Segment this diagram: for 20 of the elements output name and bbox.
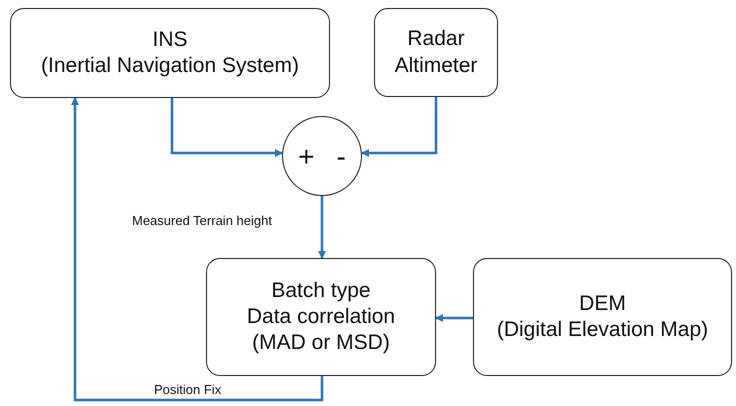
node-title: INS [152, 26, 188, 53]
sign-symbol: - [336, 140, 346, 174]
node-title: DEM [579, 290, 626, 317]
sign-symbol: + [298, 140, 315, 174]
edge-label: Position Fix [152, 382, 224, 397]
arrow [71, 97, 324, 402]
node-text: (Digital Elevation Map) [496, 317, 708, 343]
process-box [473, 258, 732, 376]
arrow [170, 98, 283, 157]
process-box [206, 258, 436, 376]
process-box [374, 8, 498, 97]
edge-label: Measured Terrain height [130, 213, 274, 228]
node-title: Batch type [271, 278, 371, 304]
node-text: Data correlation (MAD or MSD) [246, 304, 396, 356]
arrow [361, 97, 438, 157]
arrow [435, 314, 473, 322]
node-text: (Inertial Navigation System) [41, 53, 299, 79]
node-text: Radar Altimeter [394, 26, 478, 78]
arrow [318, 196, 326, 259]
process-box [10, 8, 330, 98]
